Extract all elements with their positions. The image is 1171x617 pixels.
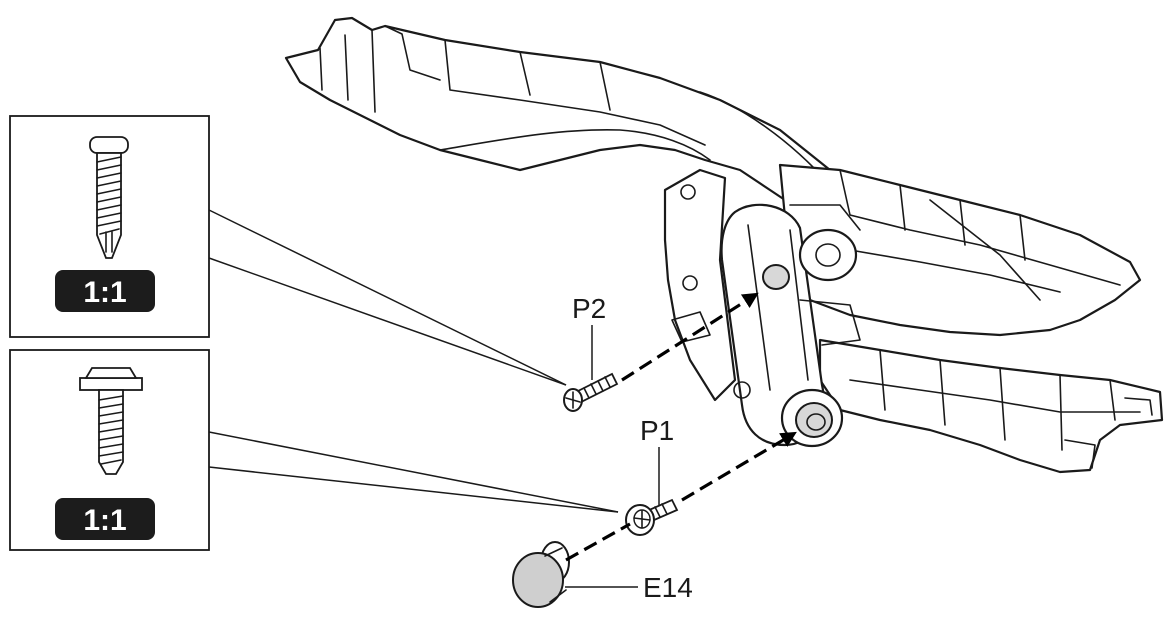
lower-rail (818, 338, 1164, 474)
screw-p1-full-scale-icon (79, 367, 143, 475)
scale-badge-p2: 1:1 (55, 270, 155, 312)
arrow-p1 (681, 431, 797, 502)
screw-p1 (625, 498, 679, 536)
pivot-boss-upper (798, 228, 858, 282)
callout-p1: 1:1 (9, 349, 619, 551)
bracket-assembly (284, 16, 1164, 474)
screw-p2-full-scale-icon (89, 136, 129, 259)
scale-badge-p1: 1:1 (55, 498, 155, 540)
svg-text:1:1: 1:1 (83, 276, 126, 309)
label-p2: P2 (572, 293, 606, 324)
callout-p2: 1:1 (9, 115, 567, 386)
right-housing (778, 163, 1142, 337)
label-p1: P1 (640, 415, 674, 446)
label-e14: E14 (643, 572, 693, 603)
screw-p2 (563, 372, 619, 412)
arrow-p2 (621, 292, 759, 382)
side-frame (663, 168, 737, 402)
cap-e14 (512, 541, 570, 608)
svg-text:1:1: 1:1 (83, 504, 126, 537)
mounting-hole-p2 (762, 264, 790, 290)
arrow-e14 (565, 522, 631, 562)
